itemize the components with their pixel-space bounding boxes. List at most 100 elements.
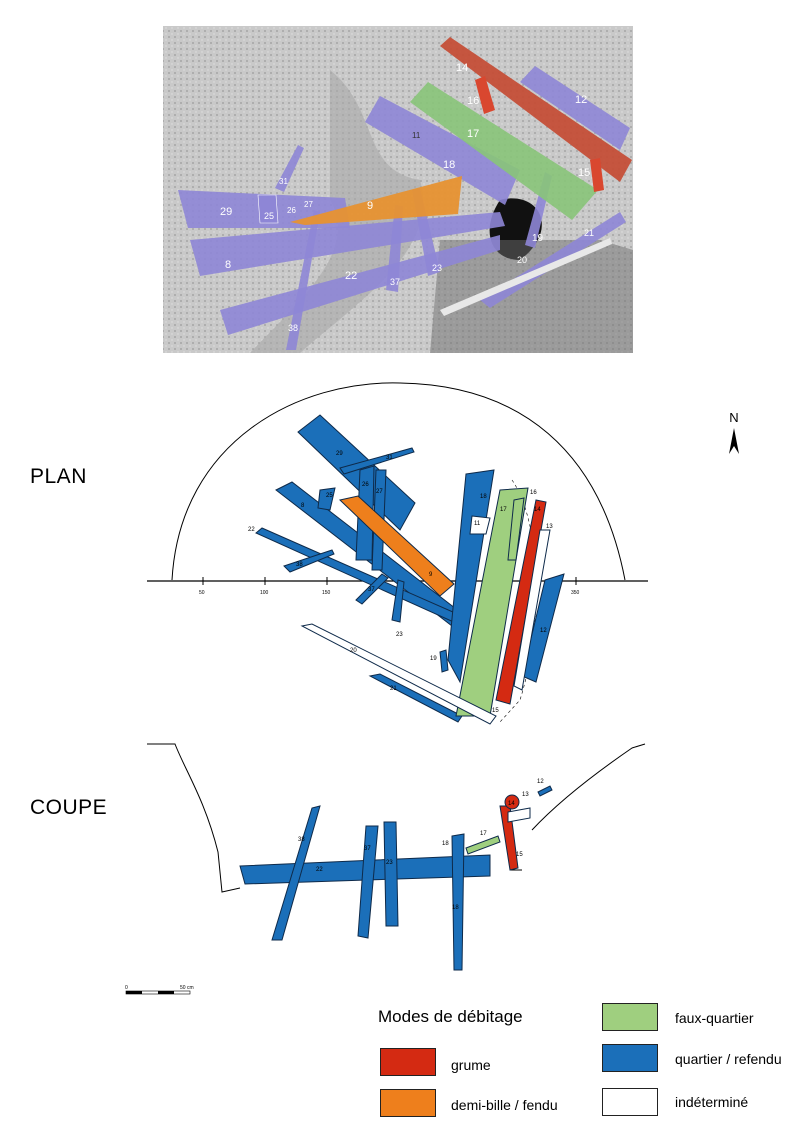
north-arrow: N <box>724 410 744 456</box>
plan-plank-16 <box>507 497 525 561</box>
coupe-label-14: 14 <box>508 801 515 807</box>
plan-plank-13 <box>513 529 551 691</box>
coupe-label-18b: 18 <box>452 905 459 911</box>
legend-label-quartier: quartier / refendu <box>675 1051 782 1067</box>
photo-label-38: 38 <box>288 323 298 333</box>
plan-tick-label-350: 350 <box>571 590 580 596</box>
photo-label-14: 14 <box>456 62 468 74</box>
legend-label-grume: grume <box>451 1057 491 1073</box>
plan-drawing: 50 100 150 350 29 31 26 27 25 8 22 <box>147 382 648 725</box>
coupe-drawing: 12 14 13 17 18 15 38 37 23 22 18 <box>147 743 646 971</box>
plan-tick-label-100: 100 <box>260 590 269 596</box>
plan-plank-9 <box>338 495 455 597</box>
plan-label-31: 31 <box>386 455 393 461</box>
legend-swatch-faux-quartier <box>602 1003 658 1031</box>
plan-label-20: 20 <box>350 648 357 654</box>
plan-label-26: 26 <box>362 482 369 488</box>
photo-plank-31 <box>275 145 304 192</box>
photo-pit-floor <box>430 240 633 353</box>
plan-label-14: 14 <box>534 507 541 513</box>
photo-label-17: 17 <box>467 128 479 140</box>
photo-label-8: 8 <box>225 259 231 271</box>
plan-label-12: 12 <box>540 628 547 634</box>
photo-label-15: 15 <box>578 167 590 179</box>
coupe-profile-right <box>510 743 646 871</box>
plan-label-18: 18 <box>480 494 487 500</box>
photo-plank-9 <box>290 176 462 225</box>
north-letter: N <box>729 410 739 425</box>
photo-plank-16 <box>475 76 495 114</box>
coupe-label-22: 22 <box>316 867 323 873</box>
photo-label-16: 16 <box>467 95 479 107</box>
photo-plank-37 <box>386 205 403 292</box>
plan-tick-label-150: 150 <box>322 590 331 596</box>
photo-label-12: 12 <box>575 94 587 106</box>
photo-plank-18 <box>365 96 520 205</box>
photo-label-22: 22 <box>345 270 357 282</box>
plan-plank-38 <box>283 549 335 573</box>
legend-title: Modes de débitage <box>378 1007 523 1026</box>
photo-label-18: 18 <box>443 159 455 171</box>
photo-label-29: 29 <box>220 206 232 218</box>
legend-label-demi-bille: demi-bille / fendu <box>451 1097 558 1113</box>
plan-pit-outline <box>171 382 626 581</box>
coupe-plank-12 <box>537 785 553 797</box>
coupe-plank-38 <box>271 805 321 941</box>
coupe-plank-17 <box>465 835 501 855</box>
photo-label-31: 31 <box>279 177 288 186</box>
photo-label-9: 9 <box>367 200 373 212</box>
scale-bar-seg-3 <box>158 991 174 994</box>
plan-label-23: 23 <box>396 632 403 638</box>
plan-label-25: 25 <box>326 493 333 499</box>
excavation-photo: 14 16 12 11 17 18 15 31 29 25 26 27 9 19… <box>163 26 633 353</box>
coupe-label-18a: 18 <box>442 841 449 847</box>
coupe-label-38: 38 <box>298 837 305 843</box>
plan-plank-37 <box>355 573 389 605</box>
coupe-plank-23 <box>383 821 399 927</box>
plan-plank-20 <box>300 623 497 725</box>
coupe-label-15: 15 <box>516 852 523 858</box>
photo-label-25: 25 <box>264 211 274 221</box>
coupe-title: COUPE <box>30 796 108 819</box>
photo-plank-20 <box>440 238 612 316</box>
plan-label-29: 29 <box>336 451 343 457</box>
coupe-label-37: 37 <box>364 846 371 852</box>
plan-label-11: 11 <box>474 521 481 527</box>
plan-label-21: 21 <box>390 686 397 692</box>
photo-plank-38 <box>286 210 320 350</box>
plan-plank-19 <box>439 649 449 673</box>
photo-plank-14 <box>440 37 632 182</box>
photo-label-27: 27 <box>304 200 313 209</box>
plan-label-22: 22 <box>248 527 255 533</box>
plan-label-17: 17 <box>500 507 507 513</box>
plan-plank-25 <box>317 487 336 511</box>
legend-swatch-grume <box>380 1048 436 1076</box>
coupe-plank-37 <box>357 825 379 939</box>
plan-label-15: 15 <box>492 708 499 714</box>
plan-plank-14 <box>495 499 547 705</box>
plan-label-13: 13 <box>546 524 553 530</box>
plan-plank-23 <box>391 579 405 623</box>
plan-plank-11 <box>469 515 491 535</box>
plan-label-16: 16 <box>530 490 537 496</box>
coupe-profile-left <box>147 743 241 893</box>
scale-start: 0 <box>125 985 128 991</box>
photo-plank-25 <box>257 194 279 224</box>
legend-swatch-demi-bille <box>380 1089 436 1117</box>
photo-label-20: 20 <box>517 255 527 265</box>
photo-label-19: 19 <box>532 233 544 244</box>
coupe-label-12: 12 <box>537 779 544 785</box>
scale-end: 50 cm <box>180 985 194 991</box>
coupe-label-23: 23 <box>386 860 393 866</box>
legend-swatch-quartier <box>602 1044 658 1072</box>
photo-label-23: 23 <box>432 263 442 273</box>
plan-plank-31 <box>339 447 415 475</box>
coupe-plank-18 <box>451 833 465 971</box>
photo-plank-12 <box>520 66 630 150</box>
legend-label-indetermine: indéterminé <box>675 1094 749 1110</box>
coupe-label-13: 13 <box>522 792 529 798</box>
plan-label-9: 9 <box>429 572 433 578</box>
coupe-label-17: 17 <box>480 831 487 837</box>
photo-label-26: 26 <box>287 206 296 215</box>
